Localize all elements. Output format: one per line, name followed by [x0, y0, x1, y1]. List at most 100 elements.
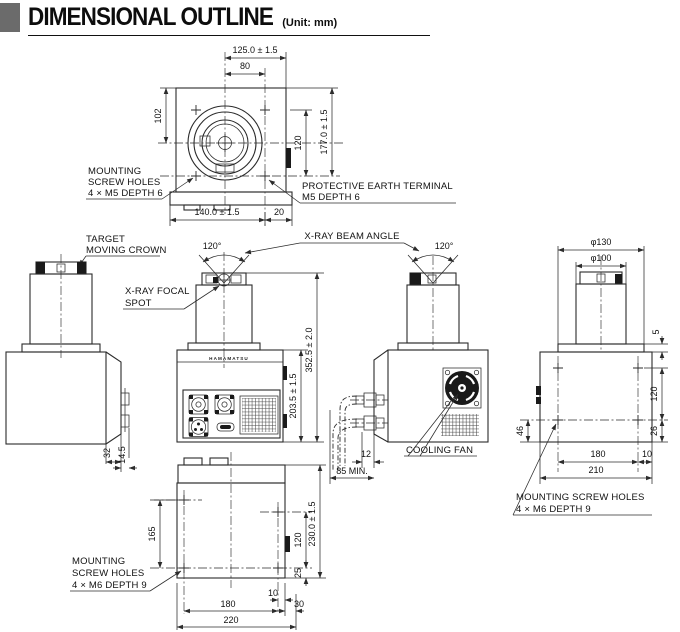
unit-note: (Unit: mm) — [282, 17, 338, 29]
foot-tab — [183, 457, 203, 466]
side-connectors — [120, 388, 130, 432]
body — [176, 482, 286, 579]
svg-text:X-RAY BEAM ANGLE: X-RAY BEAM ANGLE — [304, 231, 399, 242]
cable-connectors — [332, 392, 388, 470]
dim-hole-spacing: 180 — [220, 599, 235, 609]
control-panel — [182, 389, 281, 439]
dim-hole-edge: 10 — [268, 588, 278, 598]
dim-flange-dia: φ130 — [591, 237, 612, 247]
svg-text:4 × M6 DEPTH 9: 4 × M6 DEPTH 9 — [72, 580, 147, 591]
dim-hole-right-v: 120 — [293, 532, 303, 547]
svg-text:SCREW HOLES: SCREW HOLES — [88, 177, 160, 188]
dim-width-inner: 80 — [240, 61, 250, 71]
earth-terminal-mark — [286, 148, 291, 168]
target-moving-crown-label: TARGET MOVING CROWN — [78, 234, 167, 267]
earth-terminal-mark — [536, 386, 541, 395]
dim-hole-bottom: 25 — [293, 568, 303, 578]
foot-tab — [209, 457, 229, 466]
page-title: DIMENSIONAL OUTLINE — [28, 3, 274, 31]
dim-total-width: 220 — [223, 615, 238, 625]
round-connector — [214, 394, 235, 415]
svg-text:SPOT: SPOT — [125, 298, 152, 309]
xray-focal-spot-label: X-RAY FOCAL SPOT — [123, 285, 220, 310]
dim-cable-clearance: 85 MIN. — [336, 466, 368, 476]
front-view: HAMAMATSU — [176, 252, 324, 443]
dsub-connector — [216, 422, 235, 432]
side-face — [373, 349, 389, 443]
svg-text:SCREW HOLES: SCREW HOLES — [72, 568, 144, 579]
svg-text:X-RAY FOCAL: X-RAY FOCAL — [125, 286, 190, 297]
svg-text:PROTECTIVE EARTH TERMINAL: PROTECTIVE EARTH TERMINAL — [302, 181, 453, 192]
dim-body-height: 203.5 ± 1.5 — [288, 374, 298, 419]
left-side-view: 32 14.5 — [5, 254, 137, 472]
svg-text:MOUNTING SCREW HOLES: MOUNTING SCREW HOLES — [516, 492, 645, 503]
dim-connector-height: 14.5 — [117, 446, 127, 464]
panel-vent-grille — [239, 395, 279, 435]
beam-angle-arc-right — [407, 254, 459, 284]
svg-text:4 × M6 DEPTH 9: 4 × M6 DEPTH 9 — [516, 504, 591, 515]
top-view-centerlines — [158, 52, 345, 226]
dim-hole-bottom: 26 — [649, 426, 659, 436]
callouts: TARGET MOVING CROWN X-RAY BEAM ANGLE 120… — [78, 231, 454, 310]
earth-terminal-mark — [285, 536, 290, 552]
xray-beam-angle-label: X-RAY BEAM ANGLE — [244, 231, 420, 255]
beam-angle-arc-left — [198, 254, 250, 284]
beam-angle-left-value: 120° — [203, 241, 222, 251]
page-header: DIMENSIONAL OUTLINE (Unit: mm) — [0, 3, 337, 32]
dim-base-width: 140.0 ± 1.5 — [195, 207, 240, 217]
mounting-screw-holes-label-m6-bottom: MOUNTING SCREW HOLES 4 × M6 DEPTH 9 — [70, 556, 182, 592]
top-view: 125.0 ± 1.5 80 102 120 177.0 ± 1.5 140.0… — [86, 45, 456, 226]
dim-total-height: 352.5 ± 2.0 — [304, 328, 314, 373]
tube-port-circles — [187, 105, 263, 181]
dim-height-left: 102 — [153, 108, 163, 123]
power-connector — [188, 417, 209, 437]
svg-text:TARGET: TARGET — [86, 234, 125, 245]
title-block-square — [0, 3, 20, 32]
dim-base-offset: 20 — [274, 207, 284, 217]
dim-flange-height: 5 — [651, 329, 661, 334]
mounting-screw-holes-label-m6-side: MOUNTING SCREW HOLES 4 × M6 DEPTH 9 — [512, 423, 652, 516]
dim-width-outer: 125.0 ± 1.5 — [233, 45, 278, 55]
dim-height-inner: 120 — [293, 135, 303, 150]
dim-total-height: 230.0 ± 1.5 — [307, 502, 317, 547]
body — [387, 349, 489, 443]
dim-cylinder-dia: φ100 — [591, 253, 612, 263]
dim-connector-offset: 32 — [102, 448, 112, 458]
earth-terminal-mark — [536, 397, 541, 404]
beam-angle-right-value: 120° — [435, 241, 454, 251]
side-clip — [283, 366, 287, 380]
vent-grille — [441, 414, 479, 436]
top-view-foot — [213, 204, 231, 211]
dim-body-depth: 210 — [588, 465, 603, 475]
dim-hole-left-v: 165 — [147, 526, 157, 541]
body — [176, 349, 284, 443]
right-side-view: φ130 φ100 5 120 26 46 180 10 210 MOUNTIN… — [512, 237, 668, 516]
top-view-foot — [183, 204, 201, 211]
body — [539, 351, 653, 443]
bottom-view: 165 120 25 230.0 ± 1.5 10 180 30 220 MOU… — [70, 452, 326, 630]
svg-text:MOUNTING: MOUNTING — [72, 556, 125, 567]
cooling-fan — [442, 367, 482, 409]
svg-text:MOVING CROWN: MOVING CROWN — [86, 245, 167, 256]
base-strip — [177, 464, 286, 484]
mounting-screw-holes-label-m5: MOUNTING SCREW HOLES 4 × M5 DEPTH 6 — [86, 166, 194, 200]
side-clip — [283, 414, 287, 428]
title-underline — [28, 35, 430, 36]
brand-logo: HAMAMATSU — [209, 356, 249, 361]
round-connector — [188, 394, 209, 415]
protective-earth-label: PROTECTIVE EARTH TERMINAL M5 DEPTH 6 — [268, 179, 456, 204]
mounting-hole-marks — [552, 362, 644, 426]
panel-edge — [105, 351, 122, 445]
svg-text:4 × M5 DEPTH 6: 4 × M5 DEPTH 6 — [88, 188, 163, 199]
body — [5, 351, 107, 445]
cooling-fan-label: COOLING FAN — [404, 393, 477, 457]
svg-text:COOLING FAN: COOLING FAN — [406, 445, 473, 456]
dim-terminal-height: 46 — [515, 426, 525, 436]
dim-edge-right: 30 — [294, 599, 304, 609]
dim-cable-offset: 12 — [361, 449, 371, 459]
svg-text:M5 DEPTH 6: M5 DEPTH 6 — [302, 192, 360, 203]
cable-side-view: 12 85 MIN. COOLING FAN — [329, 254, 489, 484]
dim-hole-spacing-v: 120 — [649, 386, 659, 401]
